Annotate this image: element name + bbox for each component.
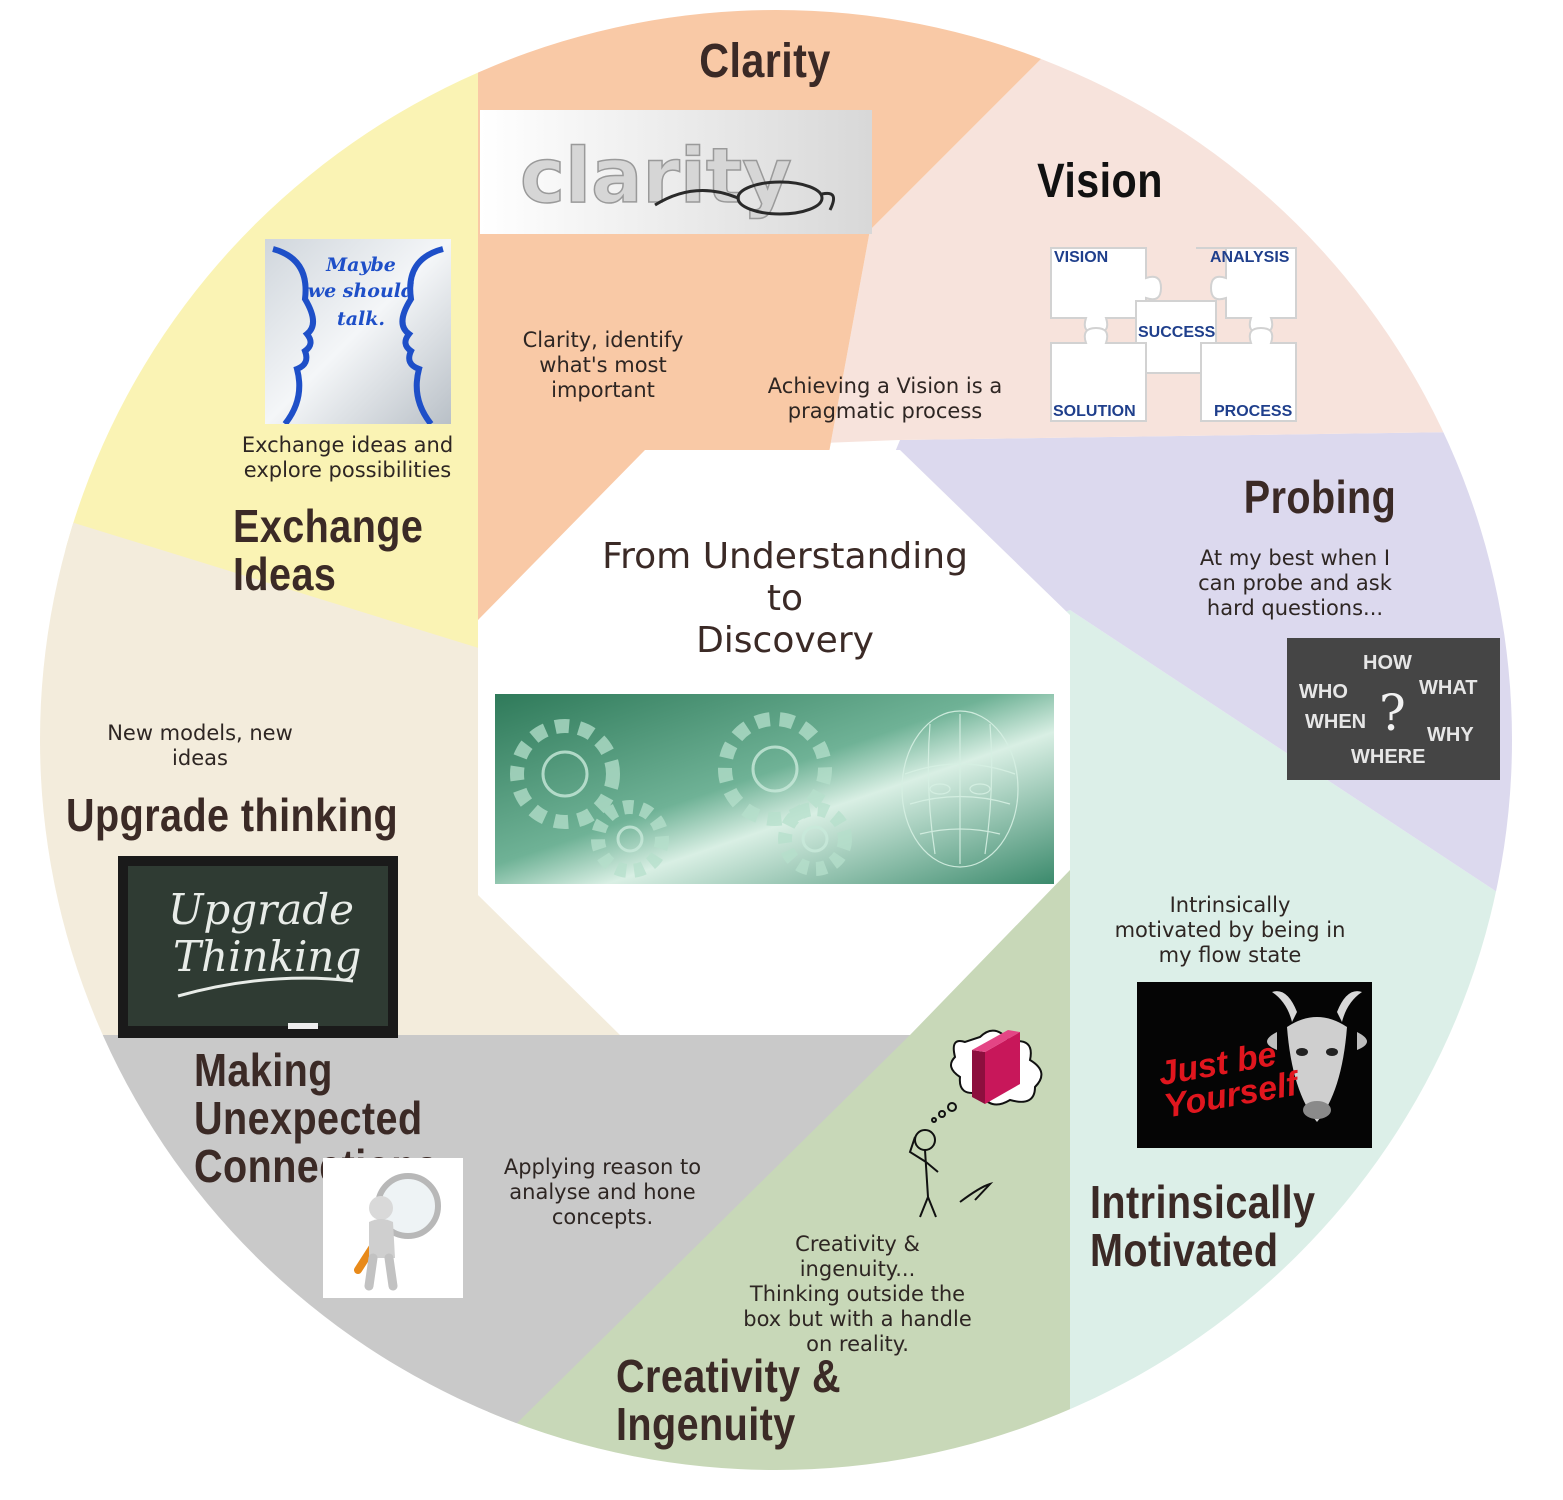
motivated-description: Intrinsically motivated by being in my f… (1090, 893, 1370, 968)
creativity-desc-line: box but with a handle (743, 1307, 972, 1331)
center-title-line-3: Discovery (696, 620, 874, 661)
gears-head-illustration (495, 694, 1054, 884)
talk-line-1: Maybe (325, 254, 396, 276)
connections-heading-line: Making Unexpected (194, 1044, 423, 1144)
creativity-desc-line: Thinking outside the (749, 1282, 966, 1306)
upgrade-chalkboard-illustration: Upgrade Thinking (118, 856, 398, 1038)
clarity-image: clarity (480, 110, 872, 234)
chalk-word-where: WHERE (1351, 746, 1425, 768)
motivated-desc-line: my flow state (1158, 943, 1302, 967)
magnifier-person-illustration (354, 1173, 441, 1291)
creativity-heading-line: Ingenuity (616, 1398, 796, 1450)
probing-description: At my best when I can probe and ask hard… (1165, 546, 1425, 621)
goat-poster-illustration: Just be Yourself (1137, 982, 1372, 1148)
clarity-image-word: clarity (520, 131, 792, 220)
faces-icon (272, 246, 444, 424)
clarity-description: Clarity, identify what's most important (493, 328, 713, 403)
exchange-description: Exchange ideas and explore possibilities (225, 433, 470, 483)
chalk-word-how: HOW (1363, 652, 1412, 674)
connections-image (323, 1158, 463, 1298)
connections-desc-line: analyse and hone (509, 1180, 696, 1204)
vision-description: Achieving a Vision is a pragmatic proces… (740, 374, 1030, 424)
exchange-heading: Exchange Ideas (233, 502, 439, 598)
exchange-heading-line: Exchange (233, 500, 424, 552)
probing-heading: Probing (1243, 471, 1397, 523)
probing-desc-line: hard questions... (1206, 596, 1384, 620)
puzzle-label-process: PROCESS (1214, 403, 1293, 420)
probing-desc-line: can probe and ask (1198, 571, 1392, 595)
motivated-goat-image: Just be Yourself (1137, 982, 1372, 1148)
probing-desc-line: At my best when I (1199, 546, 1391, 570)
center-title-line-2: to (766, 578, 804, 619)
center-title: From Understanding to Discovery (560, 536, 1010, 662)
clarity-desc-line: Clarity, identify (522, 328, 684, 352)
probing-chalkboard-image: HOW WHO WHAT WHEN WHY WHERE ? (1287, 638, 1500, 780)
upgrade-description: New models, new ideas (85, 721, 315, 771)
creativity-desc-line: ingenuity... (799, 1257, 916, 1281)
connections-desc-line: concepts. (551, 1205, 654, 1229)
creativity-desc-line: Creativity & (795, 1232, 920, 1256)
motivated-desc-line: Intrinsically (1169, 893, 1291, 917)
chalk-word-what: WHAT (1419, 677, 1478, 699)
upgrade-chalkboard-image: Upgrade Thinking (118, 856, 398, 1038)
exchange-heading-line: Ideas (233, 548, 337, 600)
vision-desc-line: Achieving a Vision is a (767, 374, 1003, 398)
upgrade-desc-line: New models, new (107, 721, 293, 745)
upgrade-desc-line: ideas (172, 746, 228, 770)
motivated-heading: Intrinsically Motivated (1090, 1178, 1365, 1274)
talk-line-3: talk. (337, 308, 385, 330)
connections-desc-line: Applying reason to (503, 1155, 702, 1179)
gears-head-image (495, 694, 1054, 884)
puzzle-label-success: SUCCESS (1138, 324, 1216, 341)
vision-puzzle-image: VISION ANALYSIS SUCCESS SOLUTION PROCESS (1046, 243, 1300, 423)
connections-description: Applying reason to analyse and hone conc… (485, 1155, 720, 1230)
creativity-heading-line: Creativity & (616, 1350, 842, 1402)
vision-desc-line: pragmatic process (787, 399, 983, 423)
exchange-desc-line: explore possibilities (243, 458, 452, 482)
clarity-desc-line: what's most (539, 353, 667, 377)
exchange-desc-line: Exchange ideas and (241, 433, 454, 457)
talk-faces-illustration: Maybe we should talk. (265, 239, 451, 424)
exchange-image: Maybe we should talk. (265, 239, 451, 424)
motivated-desc-line: motivated by being in (1114, 918, 1346, 942)
thinking-box-illustration (908, 1029, 1043, 1218)
chalk-word-why: WHY (1427, 724, 1474, 746)
motivated-heading-line: Motivated (1090, 1224, 1279, 1276)
motivated-heading-line: Intrinsically (1090, 1176, 1316, 1228)
chalk-word-when: WHEN (1305, 711, 1366, 733)
clarity-desc-line: important (551, 378, 655, 402)
creativity-description: Creativity & ingenuity... Thinking outsi… (720, 1232, 995, 1357)
vision-puzzle-illustration: VISION ANALYSIS SUCCESS SOLUTION PROCESS (1046, 243, 1300, 423)
puzzle-label-solution: SOLUTION (1053, 403, 1136, 420)
creativity-image (890, 1012, 1050, 1220)
creativity-desc-line: on reality. (806, 1332, 909, 1356)
talk-line-2: we should (308, 280, 415, 302)
chalk-line-1: Upgrade (168, 885, 354, 934)
puzzle-label-analysis: ANALYSIS (1210, 249, 1290, 266)
center-title-line-1: From Understanding (602, 536, 968, 577)
question-mark-icon: ? (1379, 684, 1406, 742)
creativity-heading: Creativity & Ingenuity (616, 1352, 891, 1448)
upgrade-heading: Upgrade thinking (66, 789, 399, 841)
chalk-word-who: WHO (1299, 681, 1348, 703)
clarity-glasses-illustration: clarity (480, 110, 872, 234)
clarity-heading: Clarity (699, 35, 831, 88)
probing-questions-illustration: HOW WHO WHAT WHEN WHY WHERE ? (1287, 638, 1500, 780)
puzzle-label-vision: VISION (1054, 249, 1108, 266)
vision-heading: Vision (1037, 155, 1163, 208)
chalk-line-2: Thinking (173, 932, 361, 981)
goat-icon (1267, 991, 1367, 1122)
